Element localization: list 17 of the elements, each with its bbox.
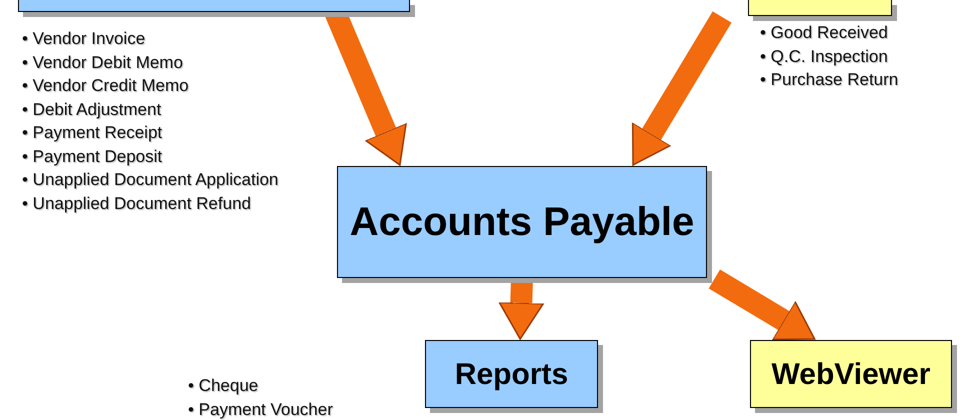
bullet-item: • Payment Voucher xyxy=(188,398,333,420)
bullet-item: • Purchase Return xyxy=(760,69,898,91)
bullet-item: • Q.C. Inspection xyxy=(760,46,889,68)
bullet-item: • Vendor Invoice xyxy=(22,28,146,50)
bullet-item: • Good Received xyxy=(760,22,889,44)
bullet-item: • Cheque xyxy=(188,375,260,397)
bullet-item: • Vendor Debit Memo xyxy=(22,52,184,74)
bullet-item: • Payment Receipt xyxy=(22,122,164,144)
bullet-item: • Payment Deposit xyxy=(22,146,164,168)
box-title: Reports xyxy=(454,356,568,392)
box-title: WebViewer xyxy=(772,356,930,392)
bullet-item: • Unapplied Document Refund xyxy=(22,192,252,214)
bullet-item: • Debit Adjustment xyxy=(22,98,162,120)
bullet-item: • Unapplied Document Application xyxy=(22,169,278,191)
block-arrow xyxy=(632,11,732,166)
box-title: Accounts Payable xyxy=(350,199,694,245)
bullet-item: • Vendor Credit Memo xyxy=(22,75,190,97)
